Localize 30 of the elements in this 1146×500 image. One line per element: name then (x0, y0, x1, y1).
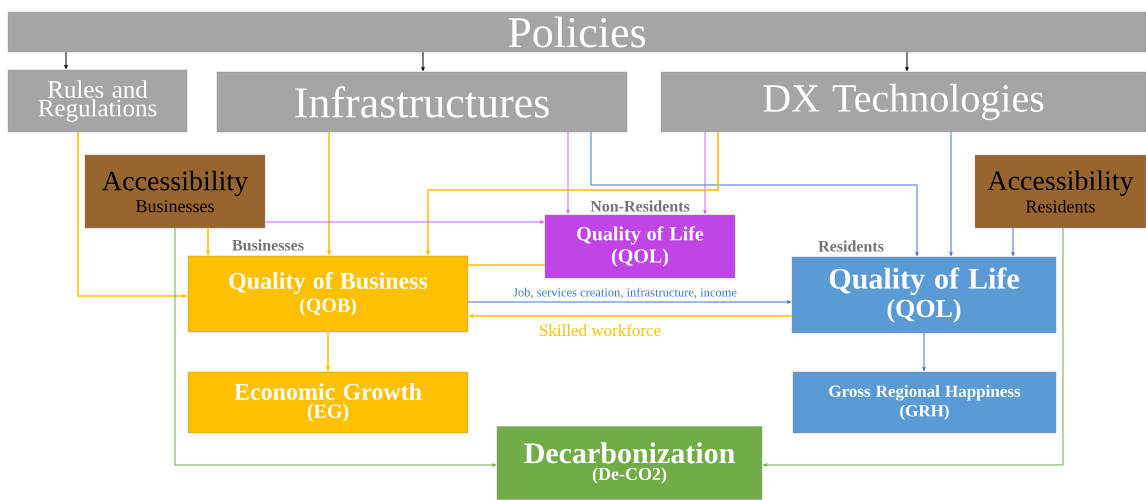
outcome-box: Quality of Life (QOL) (544, 214, 736, 279)
banner-box: Policies (7, 11, 1146, 53)
factor-box: Accessibility Residents (974, 154, 1146, 229)
arrow (905, 51, 909, 71)
result-box: Economic Growth (EG) (187, 371, 469, 434)
arrow (421, 51, 425, 71)
arrow (264, 220, 544, 224)
arrow (590, 131, 919, 256)
category-box: Infrastructures (216, 71, 628, 133)
factor-box: Accessibility Businesses (84, 154, 266, 229)
outcome-box: Quality of Business (QOB) (187, 255, 469, 333)
arrow (949, 131, 953, 256)
category-box: Rules and Regulations (7, 69, 188, 133)
arrow (174, 227, 496, 467)
arrow (467, 300, 791, 304)
node-caption: Residents (818, 240, 884, 252)
arrow (922, 332, 926, 371)
outcome-box: Quality of Life (QOL) (791, 256, 1057, 334)
node-caption: Non-Residents (590, 200, 690, 212)
edge-label: Skilled workforce (537, 322, 663, 338)
arrow (763, 227, 1064, 467)
node-caption: Businesses (232, 239, 304, 251)
arrow (1011, 227, 1015, 256)
arrow (703, 131, 707, 214)
edge-label: Job, services creation, infrastructure, income (512, 286, 738, 300)
category-box: DX Technologies (660, 71, 1146, 133)
arrow (64, 51, 68, 69)
goal-box: Decarbonization (De-CO2) (496, 426, 763, 500)
arrow (566, 131, 570, 214)
result-box: Gross Regional Happiness (GRH) (792, 371, 1057, 434)
